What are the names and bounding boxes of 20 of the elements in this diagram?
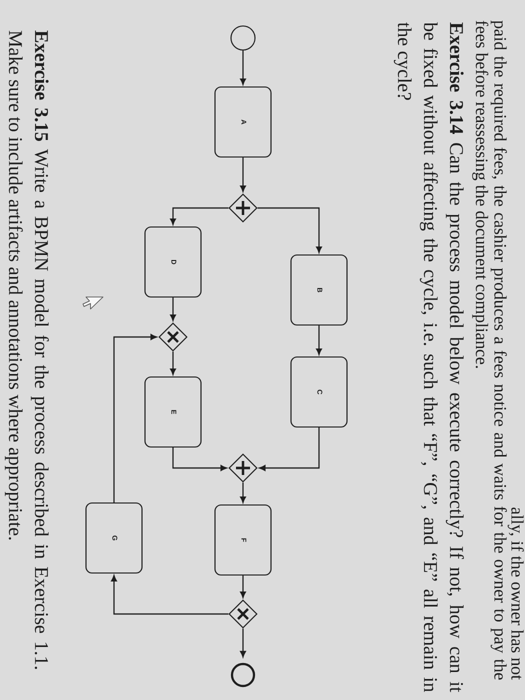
flow-arrow (172, 448, 227, 471)
flow-arrow (113, 334, 157, 502)
flow-arrow (170, 352, 176, 375)
flow-arrow (258, 207, 322, 253)
flow-arrow (316, 326, 322, 355)
flow-arrow (111, 575, 228, 615)
flow-arrow (240, 628, 246, 658)
start-event (230, 25, 256, 51)
body-text: paid the required fees, the cashier produces a fees notice and waits for the owner to pay the fees before reassessing the document compliance. (472, 20, 507, 680)
flow-arrow (240, 158, 246, 192)
exercise-text: Exercise 3.15 Write a BPMN model for the process described in Exercise 1.1. Make sure to include artifacts and annotations where appropriate. (4, 30, 49, 669)
flow-arrow (240, 482, 246, 503)
flow-arrow (240, 50, 246, 85)
flow-arrow (259, 428, 320, 471)
end-event (230, 662, 256, 688)
flow-arrow (240, 576, 246, 598)
flow-arrow (170, 207, 228, 225)
flow-arrow (170, 298, 176, 321)
exercise-text: Exercise 3.14 Can the process model below execute correctly? If not, how can it be fixed without affecting the cycle, i.e. such that “F”, “G”, and “E” all remain in the cycle? (394, 22, 464, 692)
body-text: ally, if the owner has not (508, 508, 524, 680)
